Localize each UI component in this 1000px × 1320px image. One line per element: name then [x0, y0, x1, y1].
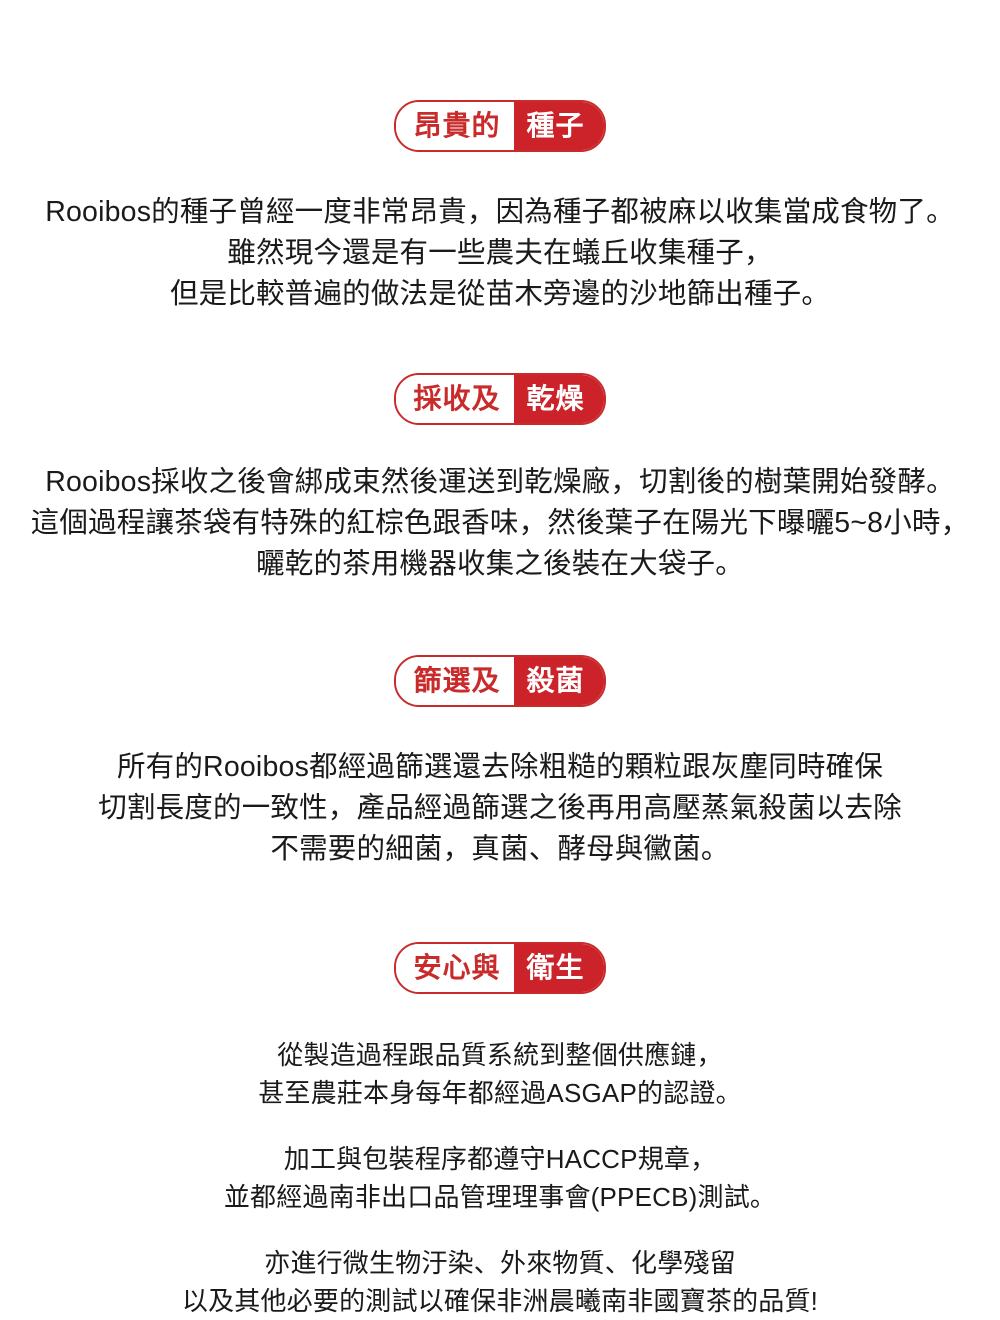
body-line: 並都經過南非出口品管理理事會(PPECB)測試。 [223, 1182, 777, 1212]
section-expensive-seeds: 昂貴的 種子 Rooibos的種子曾經一度非常昂貴，因為種子都被麻以收集當成食物… [0, 100, 1000, 315]
section-body-safety-hygiene: 從製造過程跟品質系統到整個供應鏈， 甚至農莊本身每年都經過ASGAP的認證。 加… [0, 1036, 1000, 1320]
body-line: 但是比較普遍的做法是從苗木旁邊的沙地篩出種子。 [169, 278, 831, 310]
body-line: 曬乾的茶用機器收集之後裝在大袋子。 [256, 548, 744, 580]
badge-left-label: 篩選及 [396, 657, 514, 705]
paragraph-group-asgap: 從製造過程跟品質系統到整個供應鏈， 甚至農莊本身每年都經過ASGAP的認證。 [0, 1036, 1000, 1112]
paragraph-group-testing: 亦進行微生物汙染、外來物質、化學殘留 以及其他必要的測試以確保非洲晨曦南非國寶茶… [0, 1244, 1000, 1320]
section-body-expensive-seeds: Rooibos的種子曾經一度非常昂貴，因為種子都被麻以收集當成食物了。 雖然現今… [0, 192, 1000, 315]
body-line: 甚至農莊本身每年都經過ASGAP的認證。 [258, 1078, 742, 1108]
badge-row-sifting-sterilization: 篩選及 殺菌 [0, 655, 1000, 707]
badge-row-expensive-seeds: 昂貴的 種子 [0, 100, 1000, 152]
body-line: 所有的Rooibos都經過篩選還去除粗糙的顆粒跟灰塵同時確保 [116, 751, 884, 783]
section-badge-sifting-sterilization: 篩選及 殺菌 [394, 655, 606, 707]
paragraph-group-haccp: 加工與包裝程序都遵守HACCP規章， 並都經過南非出口品管理理事會(PPECB)… [0, 1140, 1000, 1216]
badge-right-label: 衛生 [513, 944, 604, 992]
badge-left-label: 昂貴的 [396, 102, 514, 150]
section-sifting-sterilization: 篩選及 殺菌 所有的Rooibos都經過篩選還去除粗糙的顆粒跟灰塵同時確保 切割… [0, 655, 1000, 870]
body-line: 雖然現今還是有一些農夫在蟻丘收集種子， [227, 237, 773, 269]
rooibos-info-page: 昂貴的 種子 Rooibos的種子曾經一度非常昂貴，因為種子都被麻以收集當成食物… [0, 100, 1000, 1316]
badge-left-label: 安心與 [396, 944, 514, 992]
section-badge-harvest-drying: 採收及 乾燥 [394, 373, 606, 425]
badge-left-label: 採收及 [396, 375, 514, 423]
section-badge-safety-hygiene: 安心與 衛生 [394, 942, 606, 994]
section-body-harvest-drying: Rooibos採收之後會綁成束然後運送到乾燥廠，切割後的樹葉開始發酵。 這個過程… [0, 462, 1000, 585]
badge-row-safety-hygiene: 安心與 衛生 [0, 942, 1000, 994]
section-body-sifting-sterilization: 所有的Rooibos都經過篩選還去除粗糙的顆粒跟灰塵同時確保 切割長度的一致性，… [0, 747, 1000, 870]
body-line: 亦進行微生物汙染、外來物質、化學殘留 [264, 1248, 736, 1278]
badge-right-label: 種子 [513, 102, 604, 150]
section-safety-hygiene: 安心與 衛生 從製造過程跟品質系統到整個供應鏈， 甚至農莊本身每年都經過ASGA… [0, 942, 1000, 1320]
body-line: 切割長度的一致性，產品經過篩選之後再用高壓蒸氣殺菌以去除 [98, 792, 902, 824]
body-line: Rooibos的種子曾經一度非常昂貴，因為種子都被麻以收集當成食物了。 [45, 196, 955, 228]
body-line: 不需要的細菌，真菌、酵母與黴菌。 [270, 833, 730, 865]
section-harvest-drying: 採收及 乾燥 Rooibos採收之後會綁成束然後運送到乾燥廠，切割後的樹葉開始發… [0, 373, 1000, 585]
body-line: 從製造過程跟品質系統到整個供應鏈， [277, 1040, 723, 1070]
section-badge-expensive-seeds: 昂貴的 種子 [394, 100, 606, 152]
badge-right-label: 乾燥 [513, 375, 604, 423]
badge-right-label: 殺菌 [513, 657, 604, 705]
body-line: 這個過程讓茶袋有特殊的紅棕色跟香味，然後葉子在陽光下曝曬5~8小時， [30, 507, 970, 539]
body-line: 加工與包裝程序都遵守HACCP規章， [283, 1144, 717, 1174]
body-line: Rooibos採收之後會綁成束然後運送到乾燥廠，切割後的樹葉開始發酵。 [45, 466, 955, 498]
body-line: 以及其他必要的測試以確保非洲晨曦南非國寶茶的品質! [181, 1286, 819, 1316]
badge-row-harvest-drying: 採收及 乾燥 [0, 373, 1000, 425]
